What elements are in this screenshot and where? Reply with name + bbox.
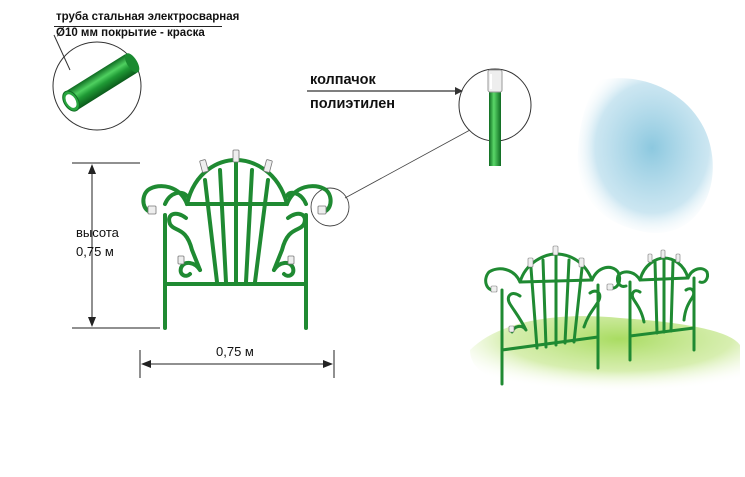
cap-detail-marker bbox=[310, 187, 350, 227]
width-dimension bbox=[139, 350, 335, 378]
pipe-label-line2: Ø10 мм покрытие - краска bbox=[56, 27, 205, 39]
cap-label-line1: колпачок bbox=[310, 72, 376, 88]
perspective-fence-caps bbox=[490, 245, 681, 333]
main-fence-panel bbox=[141, 158, 333, 330]
pipe-label-rule bbox=[54, 26, 222, 27]
height-arrow-bottom-icon bbox=[88, 317, 96, 327]
cap-label-line2: полиэтилен bbox=[310, 96, 396, 112]
cap-leader-line bbox=[344, 129, 471, 199]
width-arrow-left-icon bbox=[141, 360, 151, 368]
pipe-cross-section-icon bbox=[52, 41, 142, 131]
pipe-leader-line bbox=[53, 34, 71, 71]
height-label: высота bbox=[76, 225, 119, 240]
width-arrow-right-icon bbox=[323, 360, 333, 368]
height-dimension bbox=[72, 162, 160, 329]
cap-arrow-icon bbox=[455, 87, 463, 95]
height-value: 0,75 м bbox=[76, 244, 114, 259]
width-value: 0,75 м bbox=[216, 344, 254, 359]
sky-blob bbox=[577, 78, 713, 234]
pipe-label-line1: труба стальная электросварная bbox=[56, 11, 240, 23]
polyethylene-cap-icon bbox=[458, 68, 532, 166]
main-fence-caps bbox=[147, 149, 327, 265]
height-arrow-top-icon bbox=[88, 164, 96, 174]
